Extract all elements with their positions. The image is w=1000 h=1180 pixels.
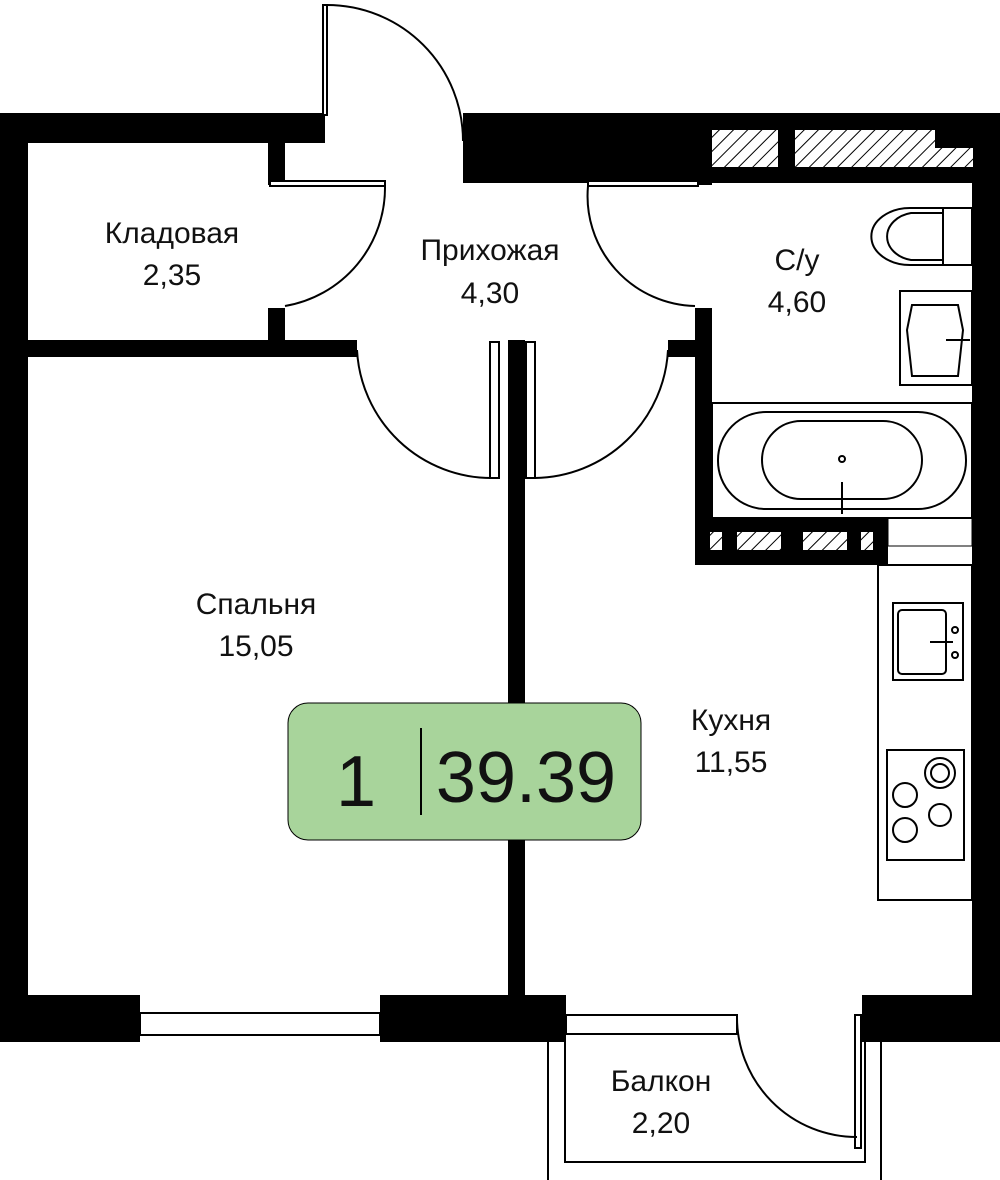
balcony-door-leaf — [854, 1014, 862, 1149]
badge-room-count: 1 — [336, 742, 376, 822]
room-area-bedroom: 15,05 — [218, 630, 293, 663]
washbasin-icon — [905, 304, 965, 377]
room-area-storage: 2,35 — [143, 259, 201, 292]
wall-center — [508, 340, 525, 995]
shaft-hatch — [861, 532, 873, 550]
sink-knob — [951, 651, 959, 659]
room-area-hallway: 4,30 — [461, 277, 519, 310]
shaft-hatch — [712, 130, 778, 167]
kitchen-door-frame — [525, 341, 536, 479]
entrance-door-leaf — [322, 4, 328, 116]
doors — [269, 4, 862, 1149]
washbasin-counter — [899, 290, 973, 386]
bathtub-niche — [711, 402, 973, 519]
wall-bottom-left — [0, 995, 140, 1042]
bedroom-door-swing — [356, 349, 493, 480]
wall-bottom-right — [862, 995, 1000, 1042]
wall-storage-top — [268, 143, 285, 185]
balcony-window — [565, 1014, 738, 1035]
badge-total-area: 39.39 — [436, 738, 616, 818]
room-name-kitchen: Кухня — [691, 704, 771, 737]
wall-left — [0, 113, 28, 1042]
room-name-hallway: Прихожая — [420, 234, 559, 267]
shaft-hatch — [803, 532, 847, 550]
balcony-door-swing — [735, 1014, 858, 1138]
kitchen-fixtures — [877, 564, 973, 901]
entrance-door-swing — [326, 4, 464, 142]
wall-storage-bottom — [268, 308, 285, 348]
bedroom-door-frame — [489, 341, 500, 479]
room-name-bedroom: Спальня — [196, 588, 317, 621]
burner-icon — [892, 817, 918, 843]
toilet-icon — [870, 207, 944, 266]
shaft-hatch — [795, 130, 935, 167]
toilet-tank — [942, 207, 973, 266]
apartment-badge: 1 39.39 — [287, 702, 642, 841]
storage-door-leaf — [269, 180, 386, 187]
bath-door-swing — [586, 185, 696, 307]
balcony-rail — [564, 1042, 866, 1163]
room-area-balcony: 2,20 — [632, 1107, 690, 1140]
kitchen-counter — [877, 564, 973, 901]
stove-icon — [886, 749, 965, 861]
shaft-hatch — [737, 532, 781, 550]
wall-top-left — [0, 113, 325, 143]
badge-background — [287, 702, 642, 841]
wall-bath-bottom — [695, 518, 888, 565]
wall-right — [972, 113, 1000, 1042]
balcony — [547, 1042, 882, 1180]
bath-door-leaf — [587, 180, 699, 187]
bath-niche — [887, 517, 973, 547]
wall-kitchen-top — [668, 340, 698, 357]
shaft-hatch — [935, 148, 973, 167]
room-area-bathroom: 4,60 — [768, 286, 826, 319]
wall-bottom-mid — [380, 995, 566, 1042]
shaft-hatch — [710, 532, 722, 550]
storage-door-swing — [284, 185, 387, 307]
burner-icon — [892, 782, 918, 808]
wall-bath-top — [695, 143, 712, 185]
room-labels: Кладовая 2,35 Прихожая 4,30 С/у 4,60 Спа… — [105, 217, 826, 1140]
burner-icon — [924, 757, 956, 789]
room-name-balcony: Балкон — [611, 1065, 712, 1098]
bedroom-window — [139, 1012, 381, 1036]
toilet-bowl — [886, 212, 943, 261]
burner-inner — [930, 763, 950, 783]
room-name-bathroom: С/у — [775, 244, 820, 277]
room-name-storage: Кладовая — [105, 217, 239, 250]
wall-bath-left — [695, 308, 712, 565]
sink-knob — [951, 626, 959, 634]
burner-icon — [928, 803, 952, 827]
wall-bedroom-top — [28, 340, 357, 357]
drain-icon — [838, 455, 846, 463]
kitchen-door-swing — [534, 349, 669, 479]
windows — [139, 1012, 738, 1036]
kitchen-sink-icon — [892, 602, 964, 681]
room-area-kitchen: 11,55 — [695, 746, 768, 779]
bathroom-fixtures — [711, 207, 973, 519]
ventilation-shafts — [710, 130, 973, 550]
